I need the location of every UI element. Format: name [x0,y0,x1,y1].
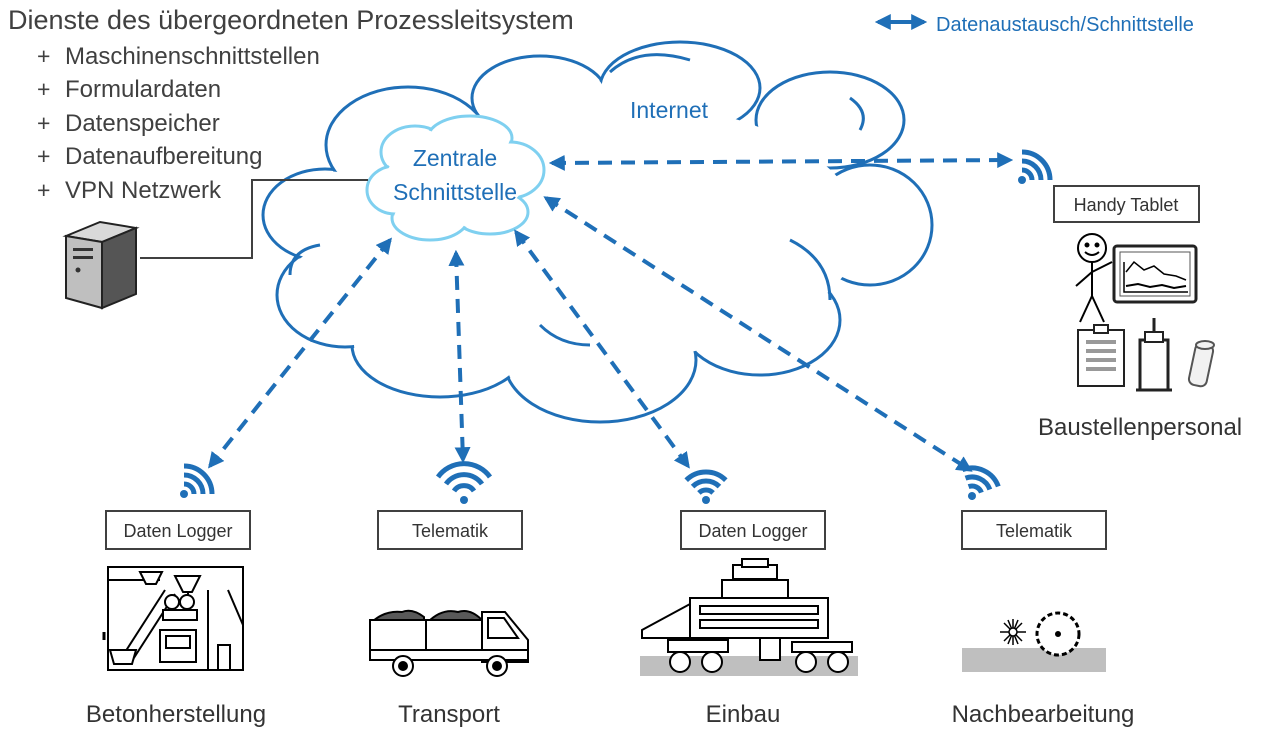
device-label-2: Telematik [412,521,489,541]
cloud-label: Internet [630,97,709,123]
truck-icon [369,609,529,677]
device-label-1: Daten Logger [123,521,232,541]
service-item: VPN Netzwerk [65,177,222,204]
wifi-icon [180,466,212,498]
station-caption-3: Einbau [706,701,781,728]
service-bullet: + [37,110,50,136]
hub-label-line1: Zentrale [413,145,497,171]
device-box-2 [377,510,523,550]
device-label-3: Daten Logger [698,521,807,541]
monitor-chart-icon [1112,244,1198,304]
server-icon [62,220,140,310]
smiley-person-icon [1075,233,1113,323]
curing-roller-icon [962,611,1106,672]
wifi-icon [683,460,728,505]
service-bullet: + [37,143,50,169]
service-bullet: + [37,177,50,203]
device-box-1 [105,510,251,550]
link-mobile [548,152,1014,171]
legend: Datenaustausch/Schnittstelle [874,14,1194,36]
service-item: Formulardaten [65,76,221,103]
server-connector [140,179,368,259]
station-caption-4: Nachbearbeitung [952,701,1135,728]
concrete-plant-icon [102,566,244,671]
measuring-device-icon [1136,318,1172,392]
device-box-4 [961,510,1107,550]
paver-icon [640,558,858,676]
link-nachbearbeitung [543,196,973,472]
link-betonherstellung [208,237,392,469]
service-item: Datenspeicher [65,110,220,137]
device-box-3 [680,510,826,550]
device-label-mobile: Handy Tablet [1074,195,1179,215]
station-caption-2: Transport [398,701,500,728]
internet-cloud [261,40,934,424]
service-item: Datenaufbereitung [65,143,262,170]
wifi-icon [435,461,493,504]
wifi-icon [1018,152,1050,184]
service-bullet: + [37,43,50,69]
sample-cylinder-icon [1187,340,1215,388]
service-bullet: + [37,76,50,102]
device-label-4: Telematik [996,521,1073,541]
station-caption-1: Betonherstellung [86,701,266,728]
service-item: Maschinenschnittstellen [65,43,320,70]
device-box-mobile [1053,185,1200,223]
legend-label: Datenaustausch/Schnittstelle [936,14,1194,36]
wifi-icon [959,460,1000,501]
data-links [208,152,1014,472]
mobile-caption: Baustellenpersonal [1038,414,1242,441]
hub-label-line2: Schnittstelle [393,179,517,205]
link-transport [448,249,471,464]
page-title: Dienste des übergeordneten Prozessleitsy… [8,5,574,35]
service-list: + Maschinenschnittstellen + Formulardate… [37,43,320,204]
central-interface-cloud [365,114,546,242]
clipboard-icon [1077,324,1125,387]
